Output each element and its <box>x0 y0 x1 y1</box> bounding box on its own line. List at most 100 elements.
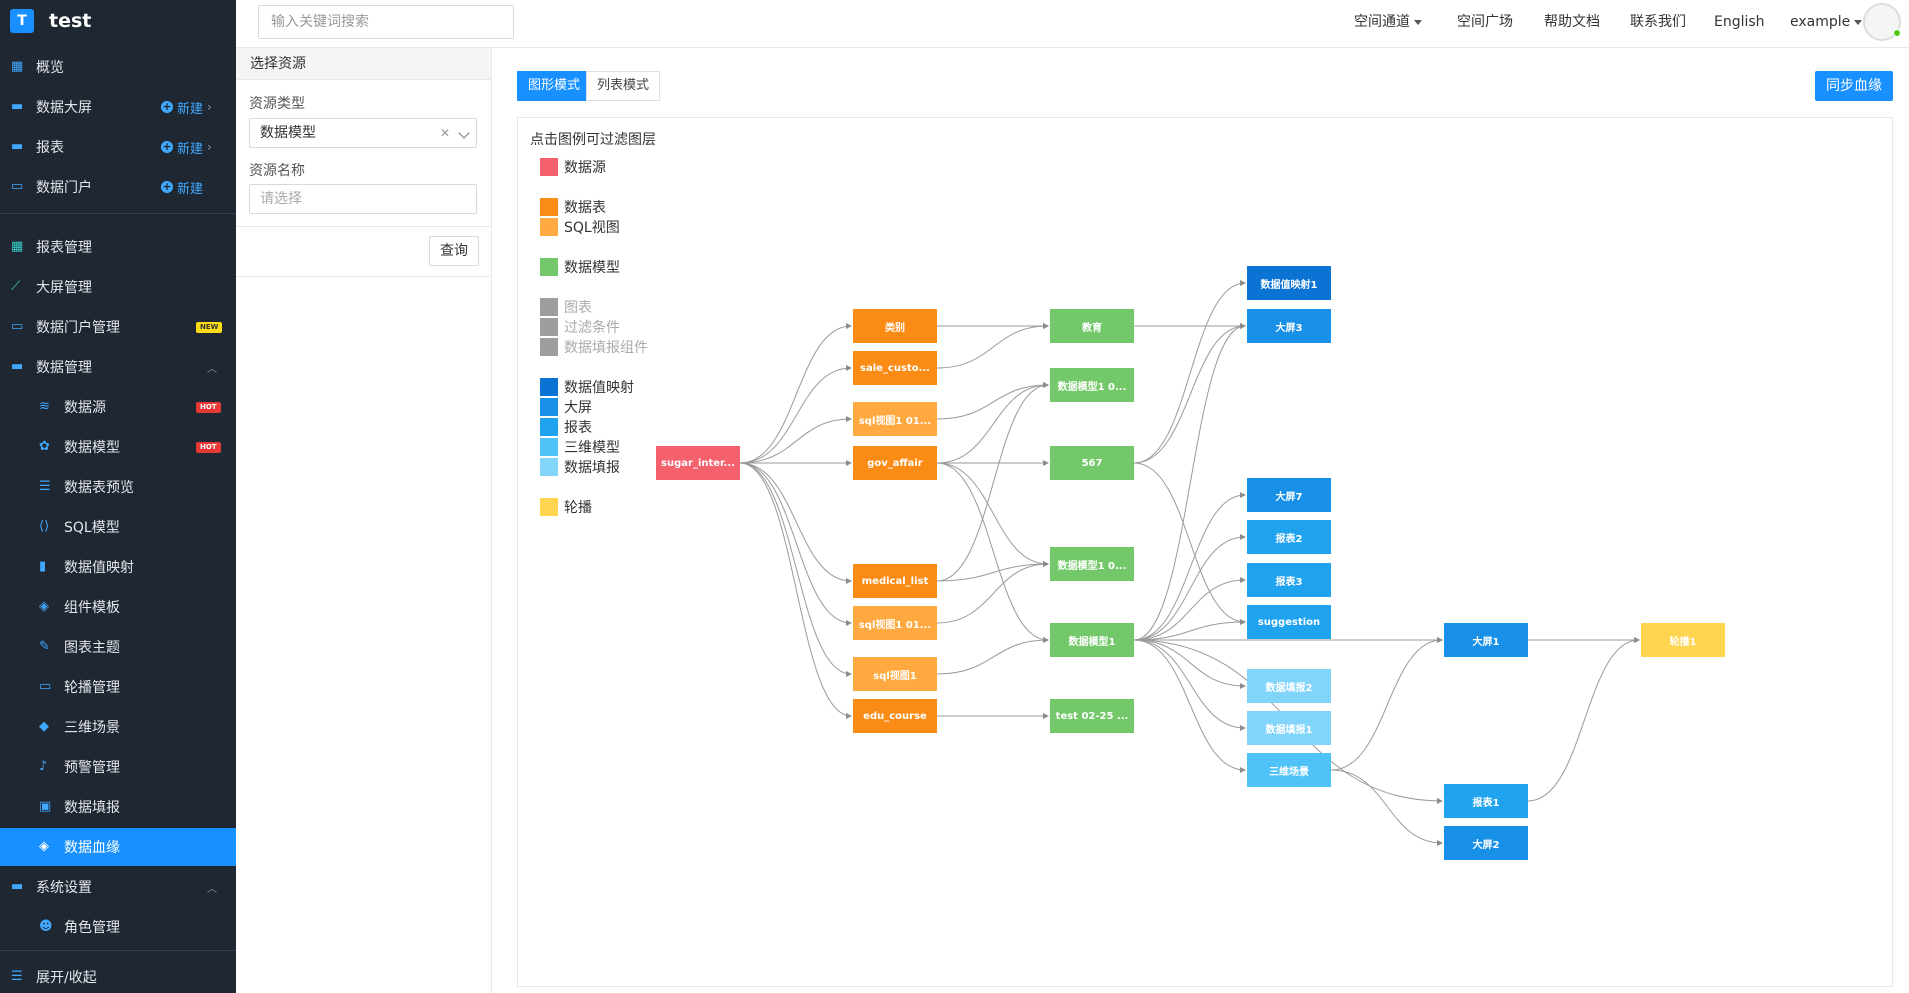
legend-item[interactable]: SQL视图 <box>540 217 620 237</box>
legend-item[interactable]: 大屏 <box>540 397 592 417</box>
bell-icon: ♪ <box>39 759 48 774</box>
legend-item[interactable]: 轮播 <box>540 497 592 517</box>
sidebar-item-label: 三维场景 <box>64 720 120 736</box>
graph-node[interactable]: 大屏3 <box>1247 309 1331 343</box>
legend-item[interactable]: 数据表 <box>540 197 606 217</box>
sidebar-item-16[interactable]: ◆三维场景 <box>0 708 236 746</box>
legend-item[interactable]: 报表 <box>540 417 592 437</box>
legend-item[interactable]: 数据值映射 <box>540 377 634 397</box>
graph-node[interactable]: test 02-25 ... <box>1050 699 1134 733</box>
search-input[interactable]: 输入关键词搜索 <box>258 5 514 39</box>
graph-node[interactable]: 报表3 <box>1247 563 1331 597</box>
graph-node[interactable]: suggestion <box>1247 605 1331 639</box>
sidebar-item-label: 预警管理 <box>64 760 120 776</box>
resource-type-value: 数据模型 <box>260 125 316 141</box>
new-button[interactable]: +新建 <box>161 138 203 157</box>
nav-space-channel[interactable]: 空间通道 <box>1354 0 1422 44</box>
legend-label: 数据值映射 <box>564 380 634 396</box>
graph-node[interactable]: 大屏1 <box>1444 623 1528 657</box>
legend-item[interactable]: 数据源 <box>540 157 606 177</box>
sidebar-item-13[interactable]: ◈组件模板 <box>0 588 236 626</box>
legend-item[interactable]: 图表 <box>540 297 592 317</box>
legend-item[interactable]: 过滤条件 <box>540 317 620 337</box>
legend-label: 数据模型 <box>564 260 620 276</box>
graph-node[interactable]: 567 <box>1050 446 1134 480</box>
graph-node[interactable]: sale_custo... <box>853 351 937 385</box>
legend-swatch <box>540 198 558 216</box>
graph-node[interactable]: 轮播1 <box>1641 623 1725 657</box>
graph-node[interactable]: 教育 <box>1050 309 1134 343</box>
sidebar-item-20[interactable]: ▬系统设置︿ <box>0 868 236 906</box>
legend-label: 数据填报组件 <box>564 340 648 356</box>
nav-space-plaza[interactable]: 空间广场 <box>1457 14 1513 30</box>
resource-type-select[interactable]: 数据模型 ✕ <box>249 118 477 148</box>
graph-node[interactable]: 大屏2 <box>1444 826 1528 860</box>
graph-node[interactable]: 大屏7 <box>1247 478 1331 512</box>
graph-node[interactable]: 数据值映射1 <box>1247 266 1331 300</box>
graph-node[interactable]: medical_list <box>853 564 937 598</box>
graph-node[interactable]: gov_affair <box>853 446 937 480</box>
legend-item[interactable]: 三维模型 <box>540 437 620 457</box>
legend-item[interactable]: 数据填报组件 <box>540 337 648 357</box>
sidebar-item-7[interactable]: ▬数据管理︿ <box>0 348 236 386</box>
sidebar-item-19[interactable]: ◈数据血缘 <box>0 828 236 866</box>
resource-name-select[interactable]: 请选择 <box>249 184 477 214</box>
sidebar-item-label: 数据大屏 <box>36 100 92 116</box>
sidebar-item-5[interactable]: ⟋大屏管理 <box>0 268 236 306</box>
sidebar-item-10[interactable]: ☰数据表预览 <box>0 468 236 506</box>
lineage-edge <box>1527 637 1640 802</box>
lineage-edge <box>739 416 852 464</box>
sync-lineage-button[interactable]: 同步血缘 <box>1815 71 1893 101</box>
graph-node[interactable]: edu_course <box>853 699 937 733</box>
user-menu[interactable]: example <box>1790 0 1863 44</box>
sidebar-item-18[interactable]: ▣数据填报 <box>0 788 236 826</box>
nav-language[interactable]: English <box>1714 14 1765 30</box>
graph-node[interactable]: 数据模型1 <box>1050 623 1134 657</box>
legend-label: 大屏 <box>564 400 592 416</box>
avatar[interactable] <box>1863 3 1901 41</box>
sidebar-item-4[interactable]: ▦报表管理 <box>0 228 236 266</box>
legend-label: 轮播 <box>564 500 592 516</box>
sidebar-item-1[interactable]: ▬数据大屏+新建› <box>0 88 236 126</box>
clear-icon[interactable]: ✕ <box>439 126 450 140</box>
new-button[interactable]: +新建 <box>161 98 203 117</box>
graph-node[interactable]: 数据填报1 <box>1247 711 1331 745</box>
graph-node[interactable]: 三维场景 <box>1247 753 1331 787</box>
sidebar-item-14[interactable]: ✎图表主题 <box>0 628 236 666</box>
sidebar-item-0[interactable]: ▦概览 <box>0 48 236 86</box>
graph-node[interactable]: sql视图1 01... <box>853 606 937 640</box>
sidebar-item-11[interactable]: ⟨⟩SQL模型 <box>0 508 236 546</box>
legend-item[interactable]: 数据模型 <box>540 257 620 277</box>
query-button[interactable]: 查询 <box>429 236 479 266</box>
sidebar-item-label: 报表管理 <box>36 240 92 256</box>
badge-hot: HOT <box>196 401 221 413</box>
graph-node[interactable]: sql视图1 <box>853 657 937 691</box>
graph-node[interactable]: sql视图1 01... <box>853 402 937 436</box>
magic-wand-icon: ✎ <box>39 639 50 654</box>
sidebar-item-2[interactable]: ▬报表+新建› <box>0 128 236 166</box>
sidebar-item-12[interactable]: ▮数据值映射 <box>0 548 236 586</box>
graph-node[interactable]: 报表2 <box>1247 520 1331 554</box>
sidebar-item-21[interactable]: ☻角色管理 <box>0 908 236 946</box>
graph-node[interactable]: 报表1 <box>1444 784 1528 818</box>
sidebar-item-15[interactable]: ▭轮播管理 <box>0 668 236 706</box>
legend-swatch <box>540 158 558 176</box>
nav-help-docs[interactable]: 帮助文档 <box>1544 14 1600 30</box>
new-button[interactable]: +新建 <box>161 178 203 197</box>
legend-item[interactable]: 数据填报 <box>540 457 620 477</box>
graph-node[interactable]: sugar_inter... <box>656 446 740 480</box>
graph-node[interactable]: 类别 <box>853 309 937 343</box>
sidebar-item-17[interactable]: ♪ 预警管理 <box>0 748 236 786</box>
graph-node[interactable]: 数据填报2 <box>1247 669 1331 703</box>
legend-swatch <box>540 318 558 336</box>
brand[interactable]: T test <box>0 0 236 42</box>
graph-node[interactable]: 数据模型1 0... <box>1050 368 1134 402</box>
graph-node[interactable]: 数据模型1 0... <box>1050 547 1134 581</box>
tab-list-mode[interactable]: 列表模式 <box>586 71 661 101</box>
sidebar-item-22[interactable]: ☰展开/收起 <box>0 958 236 993</box>
nav-contact-us[interactable]: 联系我们 <box>1630 14 1686 30</box>
sidebar-item-3[interactable]: ▭数据门户+新建 <box>0 168 236 206</box>
